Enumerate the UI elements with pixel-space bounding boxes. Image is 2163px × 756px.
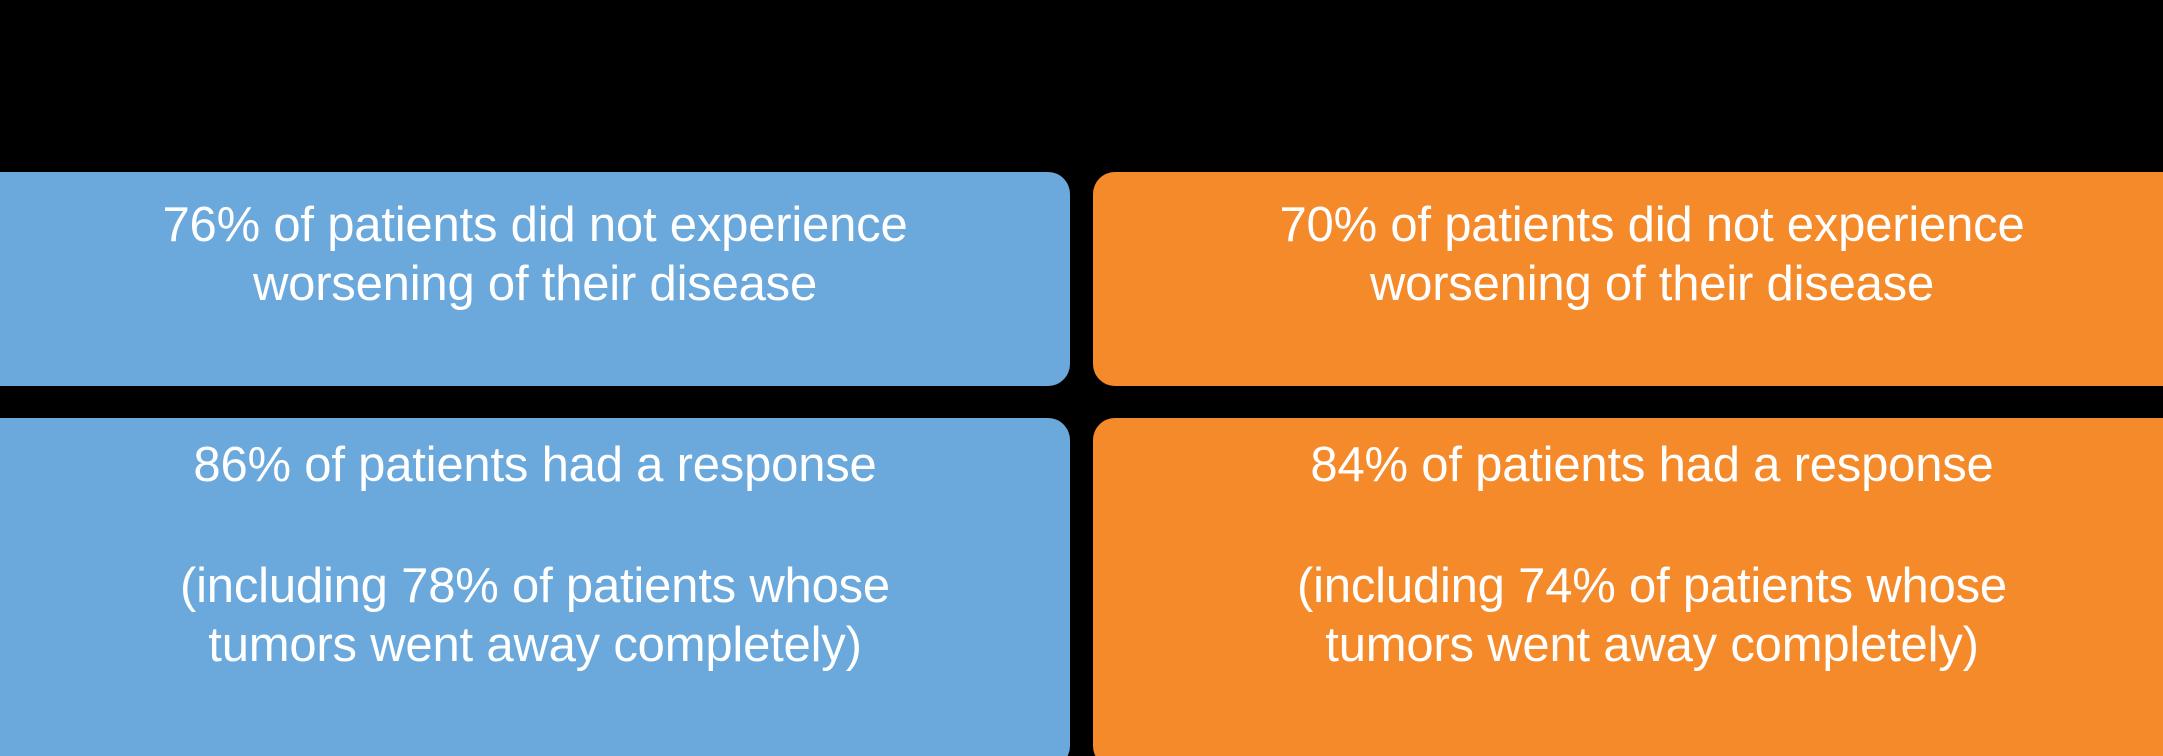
card-content: 70% of patients did not experience worse… — [1121, 172, 2163, 314]
stat-primary-text: 76% of patients did not experience worse… — [162, 198, 908, 311]
stat-secondary-text: (including 74% of patients whose tumors … — [1297, 558, 2007, 672]
stat-card-blue-response: 86% of patients had a response (includin… — [0, 418, 1070, 756]
stat-card-orange-response: 84% of patients had a response (includin… — [1093, 418, 2163, 756]
stat-primary-text: 70% of patients did not experience worse… — [1279, 198, 2025, 311]
stat-card-blue-progression: 76% of patients did not experience worse… — [0, 172, 1070, 386]
stat-card-orange-progression: 70% of patients did not experience worse… — [1093, 172, 2163, 386]
card-content: 86% of patients had a response (includin… — [0, 418, 1070, 674]
stat-primary-text: 84% of patients had a response — [1310, 438, 1994, 492]
card-content: 76% of patients did not experience worse… — [0, 172, 1070, 314]
stat-primary-text: 86% of patients had a response — [193, 438, 877, 492]
stat-secondary-text: (including 78% of patients whose tumors … — [180, 558, 890, 672]
card-content: 84% of patients had a response (includin… — [1121, 418, 2163, 674]
